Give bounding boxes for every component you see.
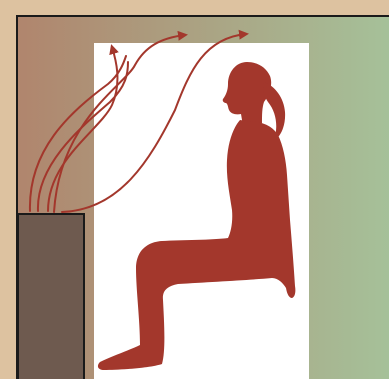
heater-box bbox=[18, 214, 84, 379]
